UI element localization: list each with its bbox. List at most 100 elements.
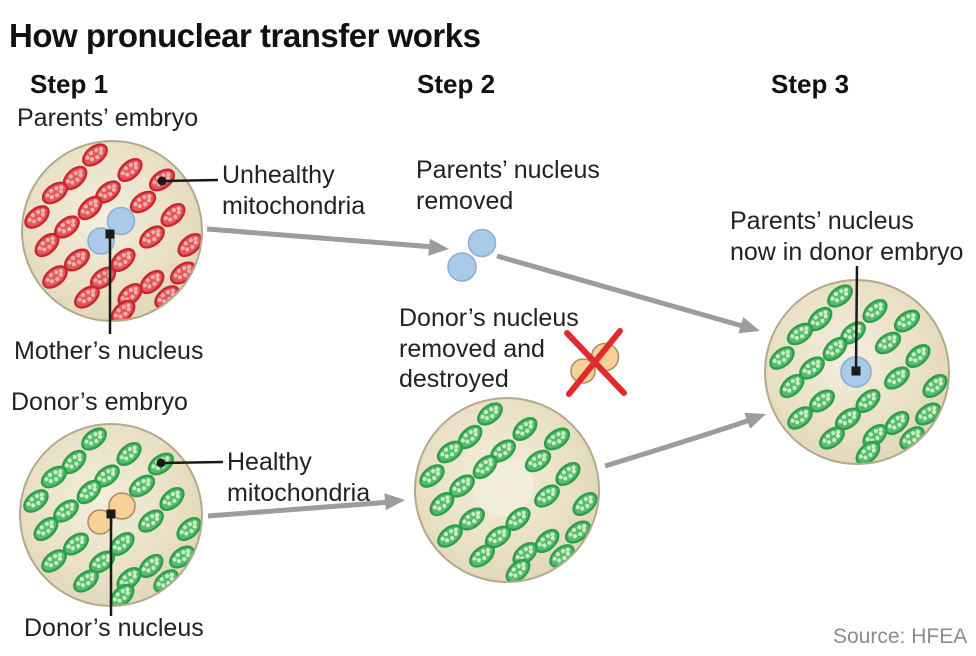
mitochondrion [138,553,164,579]
mitochondrion [23,489,49,513]
donors-embryo-label: Donor’s embryo [11,388,188,416]
mitochondrion [822,336,848,362]
mitochondrion [472,454,498,480]
mitochondrion [429,491,455,517]
nucleus-circle [106,206,136,236]
mitochondrion [564,520,592,544]
mitochondrion [95,180,121,204]
mitochondrion [33,516,59,542]
parents-nucleus-in-donor-label: Parents’ nucleus now in donor embryo [730,207,964,266]
mitochondrion [82,143,108,167]
mitochondrion [160,202,186,228]
mitochondrion [24,205,50,229]
arrow-donor-to-step2 [207,493,405,519]
mitochondrion [449,474,475,498]
mitochondrion [41,181,69,205]
arrowhead [744,412,766,429]
mitochondrion [76,479,102,505]
mitochondrion [543,427,571,451]
mitochondrion [129,190,157,214]
mitochondrion [769,346,795,370]
mitochondrion [81,427,107,451]
step-3-heading: Step 3 [771,69,850,99]
mitochondrion [477,402,503,426]
mitochondrion [73,569,99,593]
pointer-square [106,509,116,519]
arrow-step2-to-step3 [604,412,766,469]
pointer-mothers-nucleus [105,229,115,334]
nucleus-circle [447,252,477,282]
pointer-healthy-mitochondria [156,458,224,468]
pointer-unhealthy-mitochondria [157,176,219,186]
mitochondrion [159,486,185,512]
arrowhead [738,317,760,334]
mitochondrion [469,544,495,568]
mitochondrion [138,509,164,533]
source-credit: Source: HFEA [833,625,968,648]
mitochondrion [61,449,87,475]
parents-embryo-label: Parents’ embryo [17,104,199,132]
page-title: How pronuclear transfer works [9,17,481,54]
pointer-donors-nucleus [106,509,116,616]
mitochondrion [827,284,853,308]
pointer-step3-nucleus [851,265,861,376]
mitochondrion [874,331,902,355]
mitochondrion [534,484,560,508]
nucleus-circle [467,228,497,258]
mitochondrion [905,343,931,369]
parents-embryo [21,140,203,322]
enucleated-donor-embryo [414,397,600,583]
parents-nucleus-removed-label: Parents’ nucleus removed [416,156,600,215]
mitochondrion [74,285,100,309]
mitochondrion [77,195,103,221]
destroyed-cross-icon [566,328,623,397]
mitochondrion [419,464,445,488]
mitochondrion [116,566,142,592]
mitochondrion [893,309,921,333]
pointer-square [851,366,861,376]
mitochondrion [787,406,813,430]
mitochondrion [109,583,135,605]
mitochondrion [34,232,60,258]
step-1-heading: Step 1 [30,69,109,99]
mitochondrion [555,461,581,487]
arrowhead [428,238,449,256]
mitochondrion [922,373,948,399]
mitochondrion [177,232,201,258]
mitochondrion [862,423,888,449]
mitochondrion [437,524,463,548]
mitochondrion [110,247,136,273]
arrowhead [384,493,405,511]
mitochondrion [862,298,888,324]
mitochondrion [41,549,67,573]
donors-nucleus-removed-label: Donor’s nucleus removed and destroyed [399,304,579,393]
mitochondrion [116,441,142,467]
mitochondrion [840,321,866,345]
mitochondrion [779,373,805,399]
removed-parents-nucleus [447,228,497,282]
mitochondrion [505,558,531,581]
mitochondrion [786,322,814,346]
mitochondrion [855,440,881,463]
pointer-dot [157,176,167,186]
mitochondrion [914,402,942,426]
unhealthy-mitochondria-label: Unhealthy mitochondria [222,161,366,220]
mitochondrion [484,525,512,549]
mitochondrion [512,416,538,442]
mitochondrion [572,491,598,517]
mitochondrion [109,531,135,557]
mitochondrion [110,299,136,320]
mitochondrion [458,507,486,531]
mitochondrion [436,440,464,464]
mitochondrion [524,449,552,473]
healthy-mitochondria-label: Healthy mitochondria [227,448,371,507]
arrow-nucleus-to-step3 [496,253,760,334]
mitochondrion [40,465,68,489]
arrow-parents-to-step2 [206,226,449,256]
mitochondrion [128,474,156,498]
mothers-nucleus-label: Mother’s nucleus [14,337,204,365]
mitochondrion [42,265,68,289]
reconstructed-embryo [764,279,950,465]
